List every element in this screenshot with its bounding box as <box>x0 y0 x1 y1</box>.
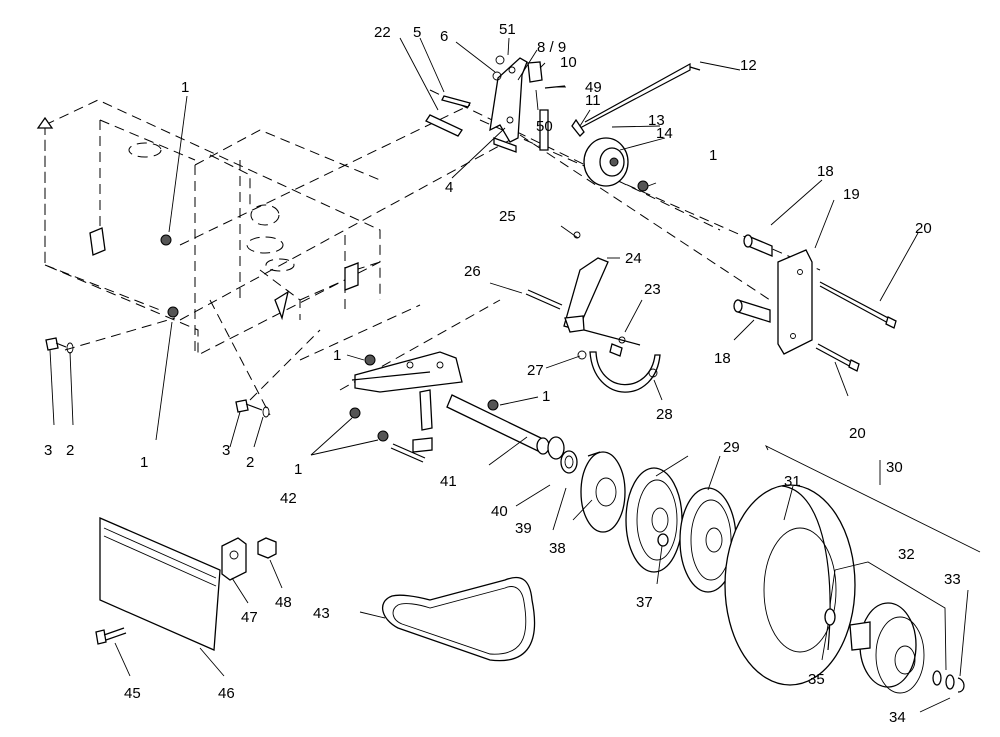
callout-2: 2 <box>66 442 74 459</box>
construction-lines <box>64 89 821 416</box>
callout-31: 31 <box>784 473 801 490</box>
deflector-assembly <box>95 517 277 651</box>
callout-34: 34 <box>889 709 906 726</box>
callout-12: 12 <box>740 57 757 74</box>
callout-4: 4 <box>445 179 453 196</box>
callout-6: 6 <box>440 28 448 45</box>
callout-39: 39 <box>515 520 532 537</box>
callout-5: 5 <box>413 24 421 41</box>
callout-50: 50 <box>536 118 553 135</box>
callout-29: 29 <box>723 439 740 456</box>
callout-32: 32 <box>898 546 915 563</box>
callout-20: 20 <box>915 220 932 237</box>
callout-1: 1 <box>181 79 189 96</box>
callout-22: 22 <box>374 24 391 41</box>
pulley-wheel-assembly <box>547 436 965 694</box>
callout-20: 20 <box>849 425 866 442</box>
callout-48: 48 <box>275 594 292 611</box>
callout-33: 33 <box>944 571 961 588</box>
callout-1: 1 <box>333 347 341 364</box>
callout-37: 37 <box>636 594 653 611</box>
callout-51: 51 <box>499 21 516 38</box>
callout-45: 45 <box>124 685 141 702</box>
callout-26: 26 <box>464 263 481 280</box>
callout-1: 1 <box>709 147 717 164</box>
callout-30: 30 <box>886 459 903 476</box>
mount-plate <box>733 234 897 372</box>
callout-27: 27 <box>527 362 544 379</box>
idler-linkage <box>425 55 701 192</box>
callout-35: 35 <box>808 671 825 688</box>
callout-40: 40 <box>491 503 508 520</box>
callout-25: 25 <box>499 208 516 225</box>
callout-46: 46 <box>218 685 235 702</box>
callout-23: 23 <box>644 281 661 298</box>
callout-13: 13 <box>648 112 665 129</box>
callout-1: 1 <box>140 454 148 471</box>
leader-lines <box>49 37 981 713</box>
frame-housing <box>36 99 381 356</box>
callout-43: 43 <box>313 605 330 622</box>
callout-18: 18 <box>817 163 834 180</box>
callout-labels: 1 1 1 1 1 1 2 2 3 3 4 5 6 8 / 9 10 11 12… <box>44 21 961 726</box>
callout-3: 3 <box>44 442 52 459</box>
callout-49: 49 <box>585 79 602 96</box>
callout-28: 28 <box>656 406 673 423</box>
callout-11: 11 <box>585 92 601 109</box>
brake-assembly <box>525 231 661 393</box>
callout-18: 18 <box>714 350 731 367</box>
callout-8-9: 8 / 9 <box>537 39 566 56</box>
callout-24: 24 <box>625 250 642 267</box>
callout-38: 38 <box>549 540 566 557</box>
callout-19: 19 <box>843 186 860 203</box>
callout-42: 42 <box>280 490 297 507</box>
callout-1: 1 <box>542 388 550 405</box>
callout-2: 2 <box>246 454 254 471</box>
axle-assembly <box>45 337 550 463</box>
callout-47: 47 <box>241 609 258 626</box>
drive-belt <box>382 576 536 662</box>
callout-14: 14 <box>656 125 673 142</box>
callout-41: 41 <box>440 473 457 490</box>
callout-10: 10 <box>560 54 577 71</box>
callout-1: 1 <box>294 461 302 478</box>
callout-3: 3 <box>222 442 230 459</box>
